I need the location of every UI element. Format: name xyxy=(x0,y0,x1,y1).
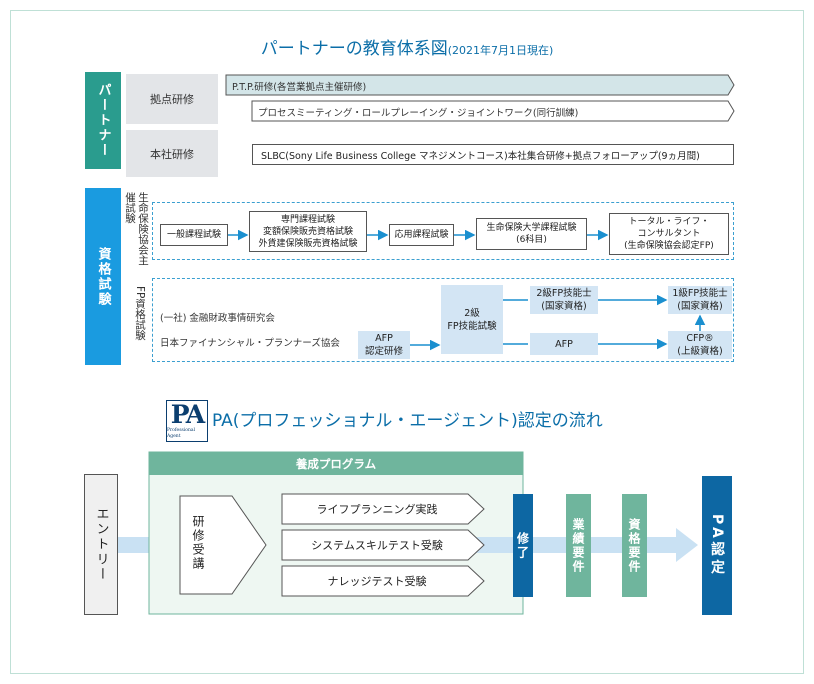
category-branch-training: 拠点研修 xyxy=(126,74,218,124)
afp-box: AFP xyxy=(530,333,598,355)
pa-certified-label: PA認定 xyxy=(709,513,725,578)
lia-step-3: 応用課程試験 xyxy=(389,224,454,246)
page-title: パートナーの教育体系図(2021年7月1日現在) xyxy=(0,34,814,59)
step-text: (生命保険協会認定FP) xyxy=(624,241,714,251)
qualification-tab-label: 資格試験 xyxy=(95,246,111,307)
level2-cert-box: 2級FP技能士 (国家資格) xyxy=(530,286,598,314)
lia-step-1: 一般課程試験 xyxy=(160,224,228,246)
box-text: FP技能試験 xyxy=(447,320,497,332)
slbc-label: SLBC(Sony Life Business College マネジメントコー… xyxy=(261,150,700,162)
box-text: CFP® xyxy=(686,333,714,344)
box-text: 2級 xyxy=(464,307,480,319)
box-text: 1級FP技能士 xyxy=(672,288,728,299)
outer-frame xyxy=(10,10,804,674)
step-text: コンサルタント xyxy=(637,229,701,239)
performance-req-box: 業績要件 xyxy=(566,494,591,597)
category-head-office-training: 本社研修 xyxy=(126,130,218,177)
org-jafp: 日本ファイナンシャル・プランナーズ協会 xyxy=(160,338,340,349)
ptp-bar-label: P.T.P.研修(各営業拠点主催研修) xyxy=(232,82,367,93)
training-chevron xyxy=(179,495,267,595)
ptp-bar-shape xyxy=(225,74,735,96)
box-text: AFP xyxy=(375,333,393,344)
step-text: 外貨建保険販売資格試験 xyxy=(258,238,358,249)
program-header-bg xyxy=(149,452,523,475)
task-3: ナレッジテスト受験 xyxy=(327,575,427,588)
lia-exam-group xyxy=(152,202,734,260)
task-arrow-2 xyxy=(281,529,485,561)
slbc-box: SLBC(Sony Life Business College マネジメントコー… xyxy=(252,144,734,165)
lia-step-2: 専門課程試験変額保険販売資格試験外貨建保険販売資格試験 xyxy=(249,211,367,252)
level1-cert-box: 1級FP技能士 (国家資格) xyxy=(668,286,732,314)
task-arrow-3 xyxy=(281,565,485,597)
box-text: AFP xyxy=(555,338,573,350)
box-text: (国家資格) xyxy=(677,301,723,312)
step-text: (6科目) xyxy=(516,235,547,245)
pa-logo: PA Professional Agent xyxy=(166,400,208,442)
entry-box: エントリー xyxy=(84,474,118,615)
step-text: 専門課程試験 xyxy=(280,214,335,225)
task-arrow-1 xyxy=(281,493,485,525)
task-2: システムスキルテスト受験 xyxy=(311,539,443,552)
afp-training-box: AFP 認定研修 xyxy=(358,331,410,359)
step-text: トータル・ライフ・ xyxy=(628,217,710,227)
category-label: 本社研修 xyxy=(150,147,194,161)
training-label: 研修受講 xyxy=(191,515,205,571)
complete-label: 修了 xyxy=(515,531,530,560)
box-text: (上級資格) xyxy=(677,346,723,357)
task-1: ライフプランニング実践 xyxy=(316,503,438,516)
logo-sub: Professional Agent xyxy=(167,428,196,439)
entry-label: エントリー xyxy=(93,507,109,582)
category-label: 拠点研修 xyxy=(150,93,194,106)
complete-box: 修了 xyxy=(513,494,533,597)
partner-tab: パートナー xyxy=(85,72,121,169)
lia-exam-label: 生命保険協会主催試験 xyxy=(124,192,149,266)
cfp-box: CFP® (上級資格) xyxy=(668,331,732,359)
pa-title: PA(プロフェッショナル・エージェント)認定の流れ xyxy=(212,411,603,431)
box-text: 認定研修 xyxy=(364,346,403,357)
step-text: 変額保険販売資格試験 xyxy=(262,226,353,237)
lia-step-5: トータル・ライフ・コンサルタント (生命保険協会認定FP) xyxy=(609,213,729,255)
org-kinzai: (一社) 金融財政事情研究会 xyxy=(160,313,275,324)
process-bar-label: プロセスミーティング・ロールプレーイング・ジョイントワーク(同行訓練) xyxy=(258,108,579,119)
box-text: (国家資格) xyxy=(541,301,587,312)
requirement-label: 業績要件 xyxy=(571,517,585,574)
process-bar-shape xyxy=(251,100,735,122)
lia-step-4: 生命保険大学課程試験 (6科目) xyxy=(476,218,587,250)
pa-certified-box: PA認定 xyxy=(702,476,732,615)
program-header: 養成プログラム xyxy=(295,457,377,471)
step-text: 生命保険大学課程試験 xyxy=(486,223,577,233)
qualification-tab: 資格試験 xyxy=(85,188,121,365)
step-text: 一般課程試験 xyxy=(166,230,221,240)
fp-exam-label: FP資格試験 xyxy=(134,286,146,341)
title-date: (2021年7月1日現在) xyxy=(447,44,554,57)
step-text: 応用課程試験 xyxy=(394,230,449,240)
qualification-req-box: 資格要件 xyxy=(622,494,647,597)
fp-exam-group xyxy=(152,278,734,362)
partner-tab-label: パートナー xyxy=(95,83,111,158)
requirement-label: 資格要件 xyxy=(627,517,641,574)
box-text: 2級FP技能士 xyxy=(536,288,592,299)
title-main: パートナーの教育体系図 xyxy=(260,39,448,59)
logo-letters: PA xyxy=(170,400,205,429)
